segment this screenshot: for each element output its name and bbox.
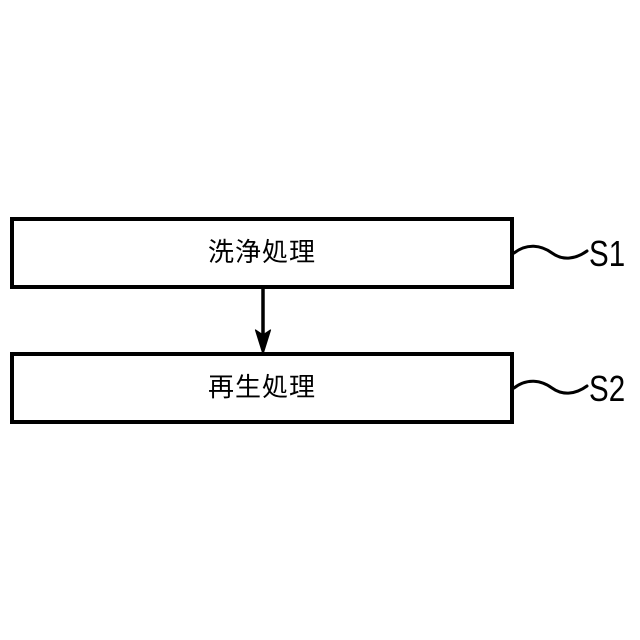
leader-line-s1 — [512, 244, 589, 260]
process-box-regeneration[interactable]: 再生処理 — [10, 352, 514, 424]
step-reference-label-s2: S2 — [589, 368, 626, 409]
process-box-cleaning-label: 洗浄処理 — [207, 238, 316, 268]
step-reference-label-s1: S1 — [589, 233, 626, 274]
process-box-cleaning[interactable]: 洗浄処理 — [10, 217, 514, 289]
flow-arrow-down-icon — [254, 289, 272, 355]
leader-line-s2 — [512, 379, 589, 395]
process-box-regeneration-label: 再生処理 — [207, 373, 316, 403]
